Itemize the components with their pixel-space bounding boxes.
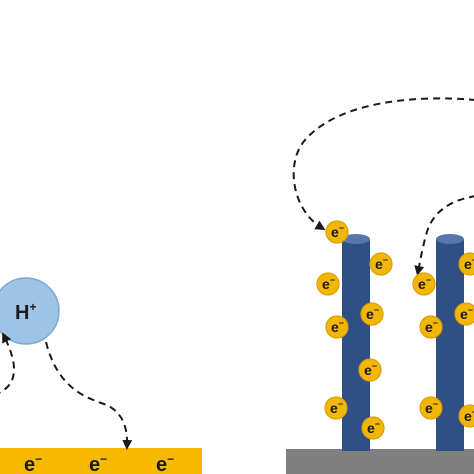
svg-text:e−: e− (464, 255, 474, 272)
electron-badge-4: e− (360, 302, 384, 326)
electron-badge-14: e− (458, 404, 474, 428)
strip-electron-3: e− (156, 452, 174, 474)
svg-text:e−: e− (366, 305, 379, 322)
svg-text:e−: e− (367, 419, 380, 436)
proton-circle (0, 277, 60, 345)
electron-badge-1: e− (325, 220, 349, 244)
svg-text:e−: e− (375, 255, 388, 272)
nanopillar-1 (342, 234, 370, 451)
electron-badge-10: e− (458, 252, 474, 276)
substrate-base (286, 449, 474, 474)
electron-badge-8: e− (361, 416, 385, 440)
electron-badge-2: e− (369, 252, 393, 276)
svg-text:e−: e− (425, 318, 438, 335)
strip-electron-1: e− (24, 452, 42, 474)
arrow-proton-to-strip (45, 341, 133, 450)
strip-electron-2: e− (89, 452, 107, 474)
arrow-proton-left (0, 332, 15, 394)
svg-text:e−: e− (464, 407, 474, 424)
svg-text:e−: e− (460, 305, 473, 322)
flat-electrode-strip (0, 448, 202, 474)
electron-badge-3: e− (316, 272, 340, 296)
electron-badge-13: e− (419, 396, 443, 420)
svg-text:e−: e− (364, 361, 377, 378)
svg-text:e−: e− (322, 275, 335, 292)
svg-text:e−: e− (331, 223, 344, 240)
svg-text:e−: e− (331, 318, 344, 335)
pillar-electrons: e− e− e− e− e− e− e− e− e− e− e− e− e− e− (316, 220, 474, 440)
svg-text:e−: e− (425, 399, 438, 416)
electron-badge-12: e− (454, 302, 474, 326)
nanopillar-2 (436, 234, 464, 451)
electron-badge-5: e− (325, 315, 349, 339)
electron-badge-7: e− (324, 396, 348, 420)
electron-badge-11: e− (419, 315, 443, 339)
svg-text:e−: e− (330, 399, 343, 416)
electron-badge-9: e− (412, 272, 436, 296)
proton-label: H+ (15, 300, 36, 324)
electron-badge-6: e− (358, 358, 382, 382)
svg-text:e−: e− (418, 275, 431, 292)
arrow-top-loop-to-pillar-1 (292, 97, 474, 231)
